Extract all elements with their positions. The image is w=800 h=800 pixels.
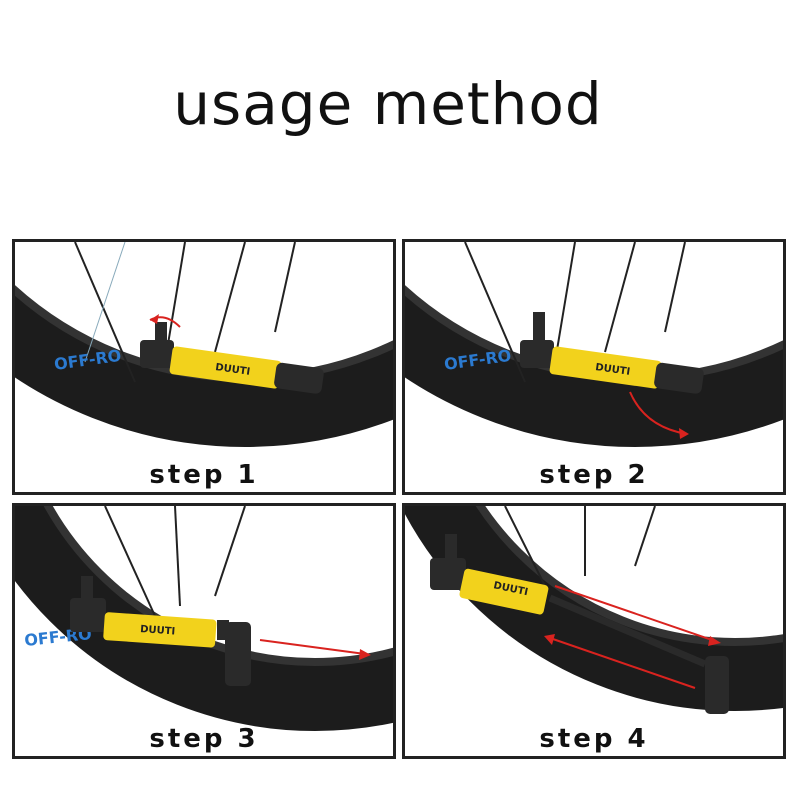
pump: DUUTI bbox=[140, 322, 324, 394]
pump: DUUTI bbox=[430, 534, 729, 714]
page-title: usage method bbox=[173, 70, 603, 138]
step-label: step 3 bbox=[149, 724, 259, 754]
step-label: step 2 bbox=[539, 460, 649, 490]
pump: DUUTI bbox=[520, 312, 704, 394]
step-3-panel: OFF-RO DUUTI step 3 bbox=[12, 503, 396, 759]
arrow-left-icon bbox=[549, 637, 696, 689]
step-4-panel: DUUTI step 4 bbox=[402, 503, 786, 759]
pump-brand: DUUTI bbox=[140, 624, 176, 637]
step-2-illustration: OFF-RO DUUTI bbox=[405, 242, 783, 447]
bicycle-wheel: OFF-RO bbox=[405, 242, 783, 447]
bicycle-wheel: OFF-RO bbox=[15, 242, 393, 447]
pump: DUUTI bbox=[70, 576, 251, 686]
step-3-illustration: OFF-RO DUUTI bbox=[15, 506, 393, 731]
arrowhead-icon bbox=[150, 314, 159, 324]
step-1-panel: OFF-RO DUUTI step 1 bbox=[12, 239, 396, 495]
pump-brand: DUUTI bbox=[215, 362, 251, 378]
step-2-panel: OFF-RO DUUTI step 2 bbox=[402, 239, 786, 495]
step-1-illustration: OFF-RO DUUTI bbox=[15, 242, 393, 447]
pump-brand: DUUTI bbox=[595, 362, 631, 378]
step-label: step 4 bbox=[539, 724, 649, 754]
arrowhead-icon bbox=[359, 649, 371, 660]
arrow-right-icon bbox=[554, 585, 716, 642]
arrowhead-icon bbox=[679, 428, 689, 439]
arrow-icon bbox=[259, 639, 366, 655]
arrowhead-icon bbox=[708, 636, 721, 646]
bicycle-wheel bbox=[405, 506, 783, 711]
arrowhead-icon bbox=[544, 634, 555, 645]
step-4-illustration: DUUTI bbox=[405, 506, 783, 714]
step-label: step 1 bbox=[149, 460, 259, 490]
